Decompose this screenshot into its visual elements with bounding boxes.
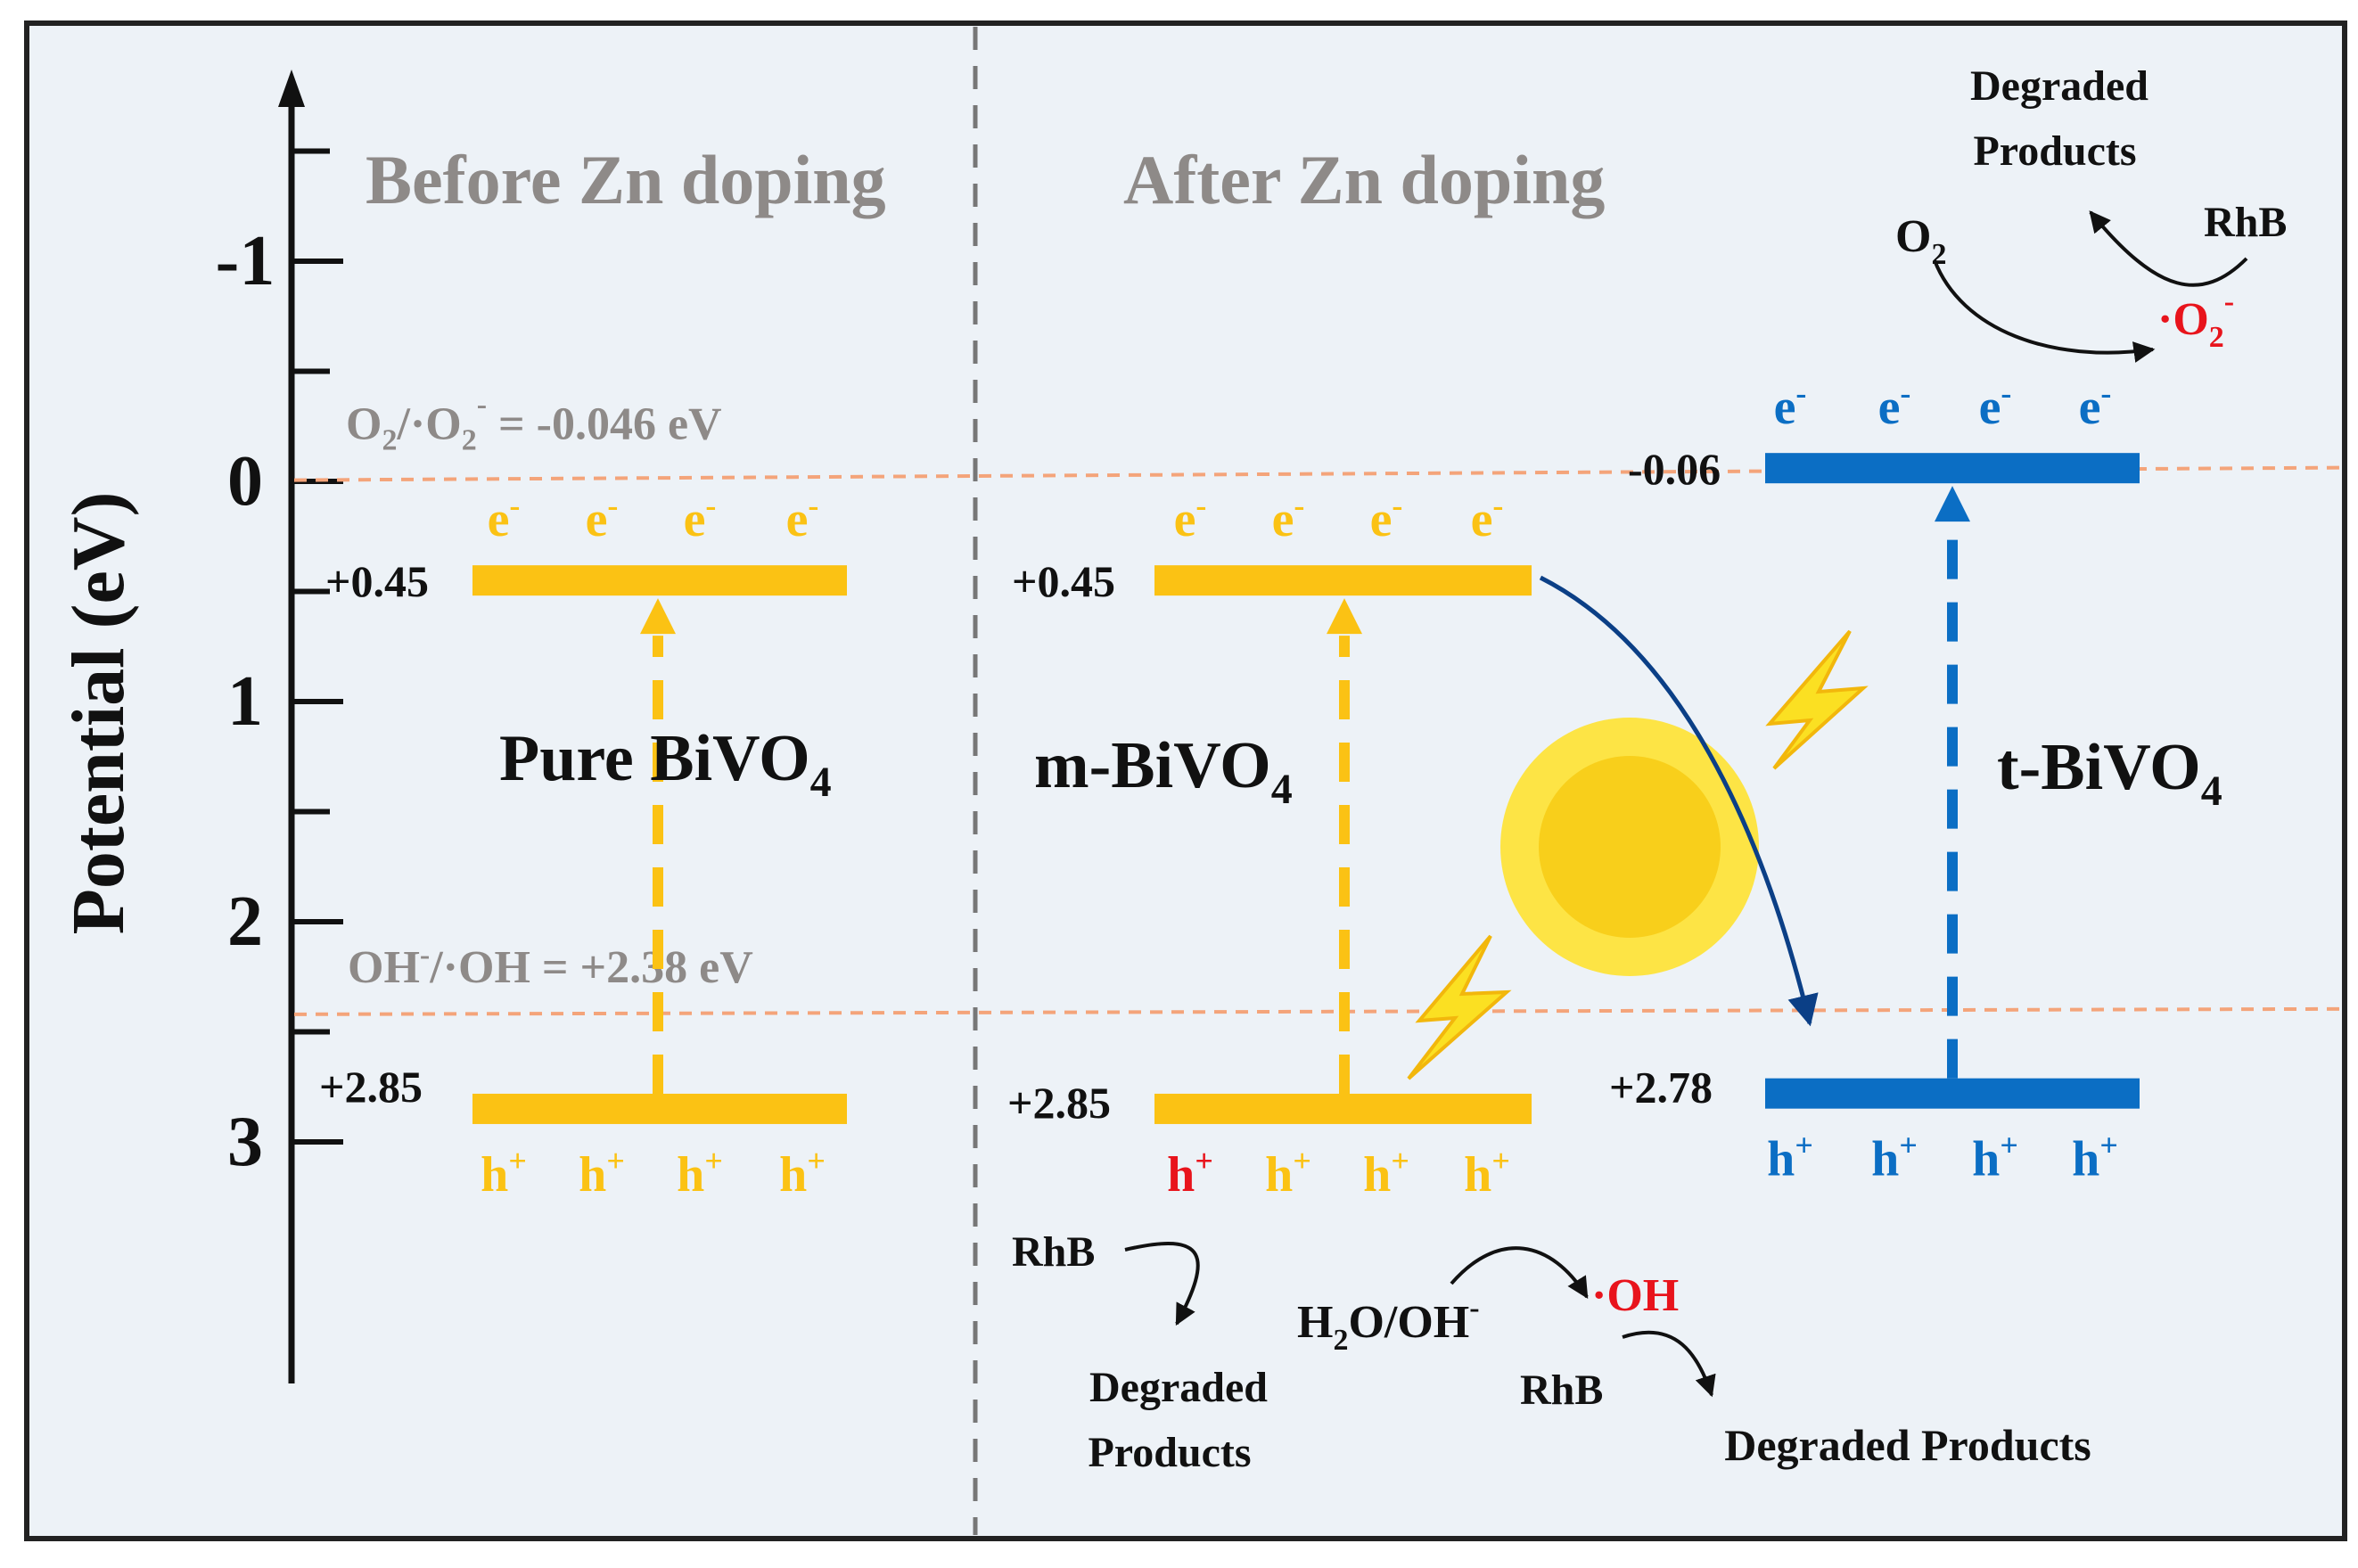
degraded-top-line2: Products [1973,127,2136,175]
pure-electron: e- [488,488,521,547]
pure-valence-band [472,1093,847,1124]
pure-excitation-arrowhead [640,598,676,635]
frame [24,21,2347,1541]
m-excitation-arrowhead [1327,598,1362,635]
sun-inner [1539,756,1721,938]
rhb-top-label: RhB [2204,199,2287,246]
axis-label: Potential (eV) [57,492,140,935]
t-hole: h+ [2072,1128,2118,1187]
axis-tick-label: -1 [216,222,275,300]
degraded-left-line1: Degraded [1089,1364,1268,1411]
hydroxyl-radical-label: ·OH [1591,1270,1679,1321]
m-material-name: m-BiVO4 [1034,729,1293,813]
t-valence-band [1765,1078,2140,1109]
m-electron: e- [1370,488,1403,547]
water-hydroxide-label: H2O/OH- [1297,1292,1480,1357]
t-bivo4-structure: -0.06 +2.78 t-BiVO4 e-e-e-e-h+ h+ h+ h+ [1609,375,2222,1186]
pure-cb-potential-label: +0.45 [325,556,429,606]
pure-electron: e- [684,488,717,547]
m-bivo4-structure: +0.45 +2.85 m-BiVO4 e-e-e-e-h+ h+ h+ h+ [1007,488,1532,1203]
axis-tick-label: 0 [227,442,263,521]
pure-hole: h+ [579,1143,625,1203]
m-hole: h+ [1464,1143,1510,1203]
degraded-bottom-label: Degraded Products [1724,1420,2091,1470]
m-electron: e- [1272,488,1305,547]
t-vb-potential-label: +2.78 [1609,1063,1713,1112]
degraded-left-line2: Products [1088,1429,1251,1476]
o2-to-superoxide-arrow [1933,259,2156,363]
t-electron: e- [1878,375,1911,435]
pure-electron: e- [586,488,619,547]
rhb-to-degraded-bottom-arrow [1622,1330,1716,1398]
t-electron: e- [1979,375,2012,435]
m-cb-potential-label: +0.45 [1012,556,1115,606]
t-electron: e- [1774,375,1807,435]
lightning-bolt-icon-lower [1407,934,1512,1080]
pure-hole: h+ [677,1143,723,1203]
axis-tick-label: 2 [227,883,263,961]
water-to-hydroxyl-arrow [1450,1246,1589,1300]
m-hole: h+ [1167,1143,1213,1203]
o2-reference-label: O2/·O2- = -0.046 eV [346,389,722,457]
axis-tick-label: 1 [227,662,263,741]
rhb-bottom-label: RhB [1520,1367,1603,1414]
electron-transfer-arrow [1539,575,1819,1027]
pure-hole: h+ [779,1143,826,1203]
axis-tick-label: 3 [227,1103,263,1181]
potential-axis-arrowhead [278,70,305,107]
pure-vb-potential-label: +2.85 [319,1062,423,1112]
m-electron: e- [1174,488,1207,547]
rhb-left-label: RhB [1012,1228,1095,1276]
pure-hole: h+ [481,1143,527,1203]
axis-ticks: -1 0 1 2 3 [216,148,343,1181]
pure-material-name: Pure BiVO4 [499,722,832,806]
t-conduction-band [1765,453,2140,484]
t-excitation-arrowhead [1935,486,1970,522]
m-electron: e- [1471,488,1504,547]
superoxide-radical-label: ·O2- [2157,285,2234,354]
before-doping-header: Before Zn doping [366,141,886,218]
t-electron: e- [2079,375,2112,435]
t-cb-potential-label: -0.06 [1628,444,1721,494]
t-hole: h+ [1767,1128,1813,1187]
lightning-bolt-icon-upper [1765,629,1869,770]
m-hole: h+ [1265,1143,1311,1203]
t-material-name: t-BiVO4 [1997,731,2222,815]
degraded-top-line1: Degraded [1970,62,2148,110]
m-conduction-band [1154,565,1532,596]
m-valence-band [1154,1093,1532,1124]
rhb-to-degraded-top-arrow [2089,210,2248,287]
rhb-to-degraded-left-arrow [1124,1241,1200,1326]
pure-bivo4-structure: +0.45 +2.85 Pure BiVO4 e-e-e-e-h+ h+ h+ h+ [319,488,847,1203]
t-hole: h+ [1871,1128,1918,1187]
pure-electron: e- [786,488,819,547]
oh-reference-label: OH-/·OH = +2.38 eV [348,939,753,993]
t-hole: h+ [1972,1128,2018,1187]
m-hole: h+ [1363,1143,1409,1203]
pure-conduction-band [472,565,847,596]
m-vb-potential-label: +2.85 [1007,1078,1111,1128]
after-doping-header: After Zn doping [1123,141,1605,218]
